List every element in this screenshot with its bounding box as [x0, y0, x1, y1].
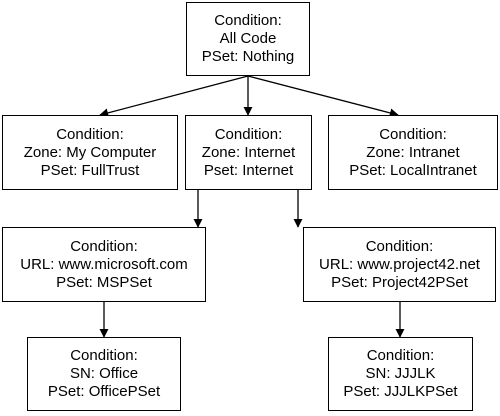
edge-root-to-zone-intranet: [247, 75, 399, 118]
node-line: Condition:: [214, 125, 283, 143]
node-line: Condition:: [365, 237, 434, 255]
url-project42-node: Condition: URL: www.project42.net PSet: …: [303, 227, 496, 302]
url-microsoft-node: Condition: URL: www.microsoft.com PSet: …: [2, 227, 206, 302]
zone-internet-node: Condition: Zone: Internet Pset: Internet: [185, 115, 312, 190]
node-line: All Code: [219, 30, 277, 47]
node-line: Condition:: [379, 125, 447, 143]
node-line: Condition:: [214, 12, 282, 29]
node-line: PSet: Project42PSet: [331, 273, 468, 291]
edge-root-to-zone-mycomputer: [99, 75, 249, 118]
node-line: SN: JJJLK: [365, 365, 436, 382]
node-line: Condition:: [366, 347, 435, 364]
sn-jjjlk-node: Condition: SN: JJJLK PSet: JJJLKPSet: [328, 337, 473, 411]
zone-mycomputer-node: Condition: Zone: My Computer PSet: FullT…: [2, 115, 178, 190]
node-line: PSet: Nothing: [201, 48, 295, 65]
node-line: PSet: FullTrust: [40, 161, 140, 179]
sn-office-node: Condition: SN: Office PSet: OfficePSet: [27, 337, 181, 411]
root-condition-node: Condition: All Code PSet: Nothing: [186, 2, 310, 76]
node-line: PSet: OfficePSet: [47, 383, 161, 400]
node-line: Condition:: [70, 347, 138, 364]
node-line: PSet: JJJLKPSet: [343, 383, 458, 400]
node-line: PSet: MSPSet: [56, 273, 152, 291]
node-line: Zone: Internet: [201, 143, 296, 161]
node-line: Condition:: [56, 125, 124, 143]
node-line: Zone: Intranet: [366, 143, 460, 161]
node-line: Pset: Internet: [203, 161, 294, 179]
node-line: Condition:: [70, 237, 138, 255]
node-line: URL: www.project42.net: [319, 255, 480, 273]
node-line: PSet: LocalIntranet: [349, 161, 477, 179]
zone-intranet-node: Condition: Zone: Intranet PSet: LocalInt…: [328, 115, 498, 190]
node-line: SN: Office: [69, 365, 139, 382]
node-line: URL: www.microsoft.com: [20, 255, 188, 273]
node-line: Zone: My Computer: [23, 143, 157, 161]
